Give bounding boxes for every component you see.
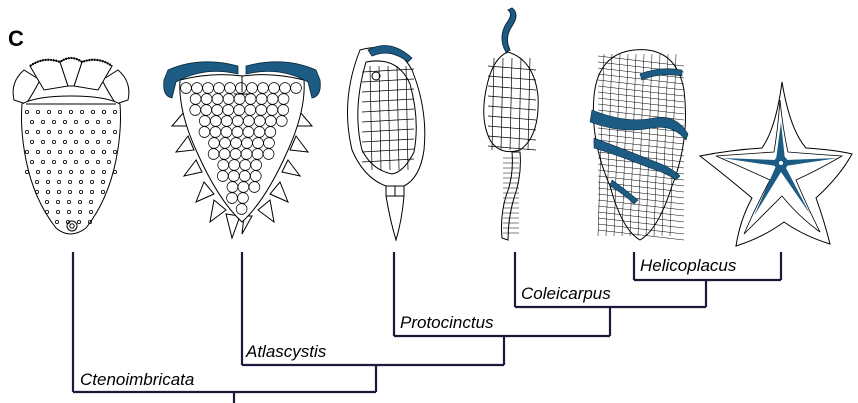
taxon-label-ctenoimbricata: Ctenoimbricata: [80, 370, 194, 390]
taxon-label-protocinctus: Protocinctus: [400, 313, 494, 333]
coleicarpus-illustration: [484, 8, 538, 240]
taxon-label-atlascystis: Atlascystis: [246, 342, 326, 362]
starfish-illustration: [700, 82, 852, 246]
panel-label: C: [8, 26, 24, 52]
taxon-label-helicoplacus: Helicoplacus: [640, 256, 736, 276]
atlascystis-illustration: [164, 62, 321, 238]
taxon-label-coleicarpus: Coleicarpus: [521, 284, 611, 304]
helicoplacus-illustration: [590, 50, 688, 240]
ctenoimbricata-illustration: [13, 58, 129, 234]
protocinctus-illustration: [348, 46, 425, 241]
